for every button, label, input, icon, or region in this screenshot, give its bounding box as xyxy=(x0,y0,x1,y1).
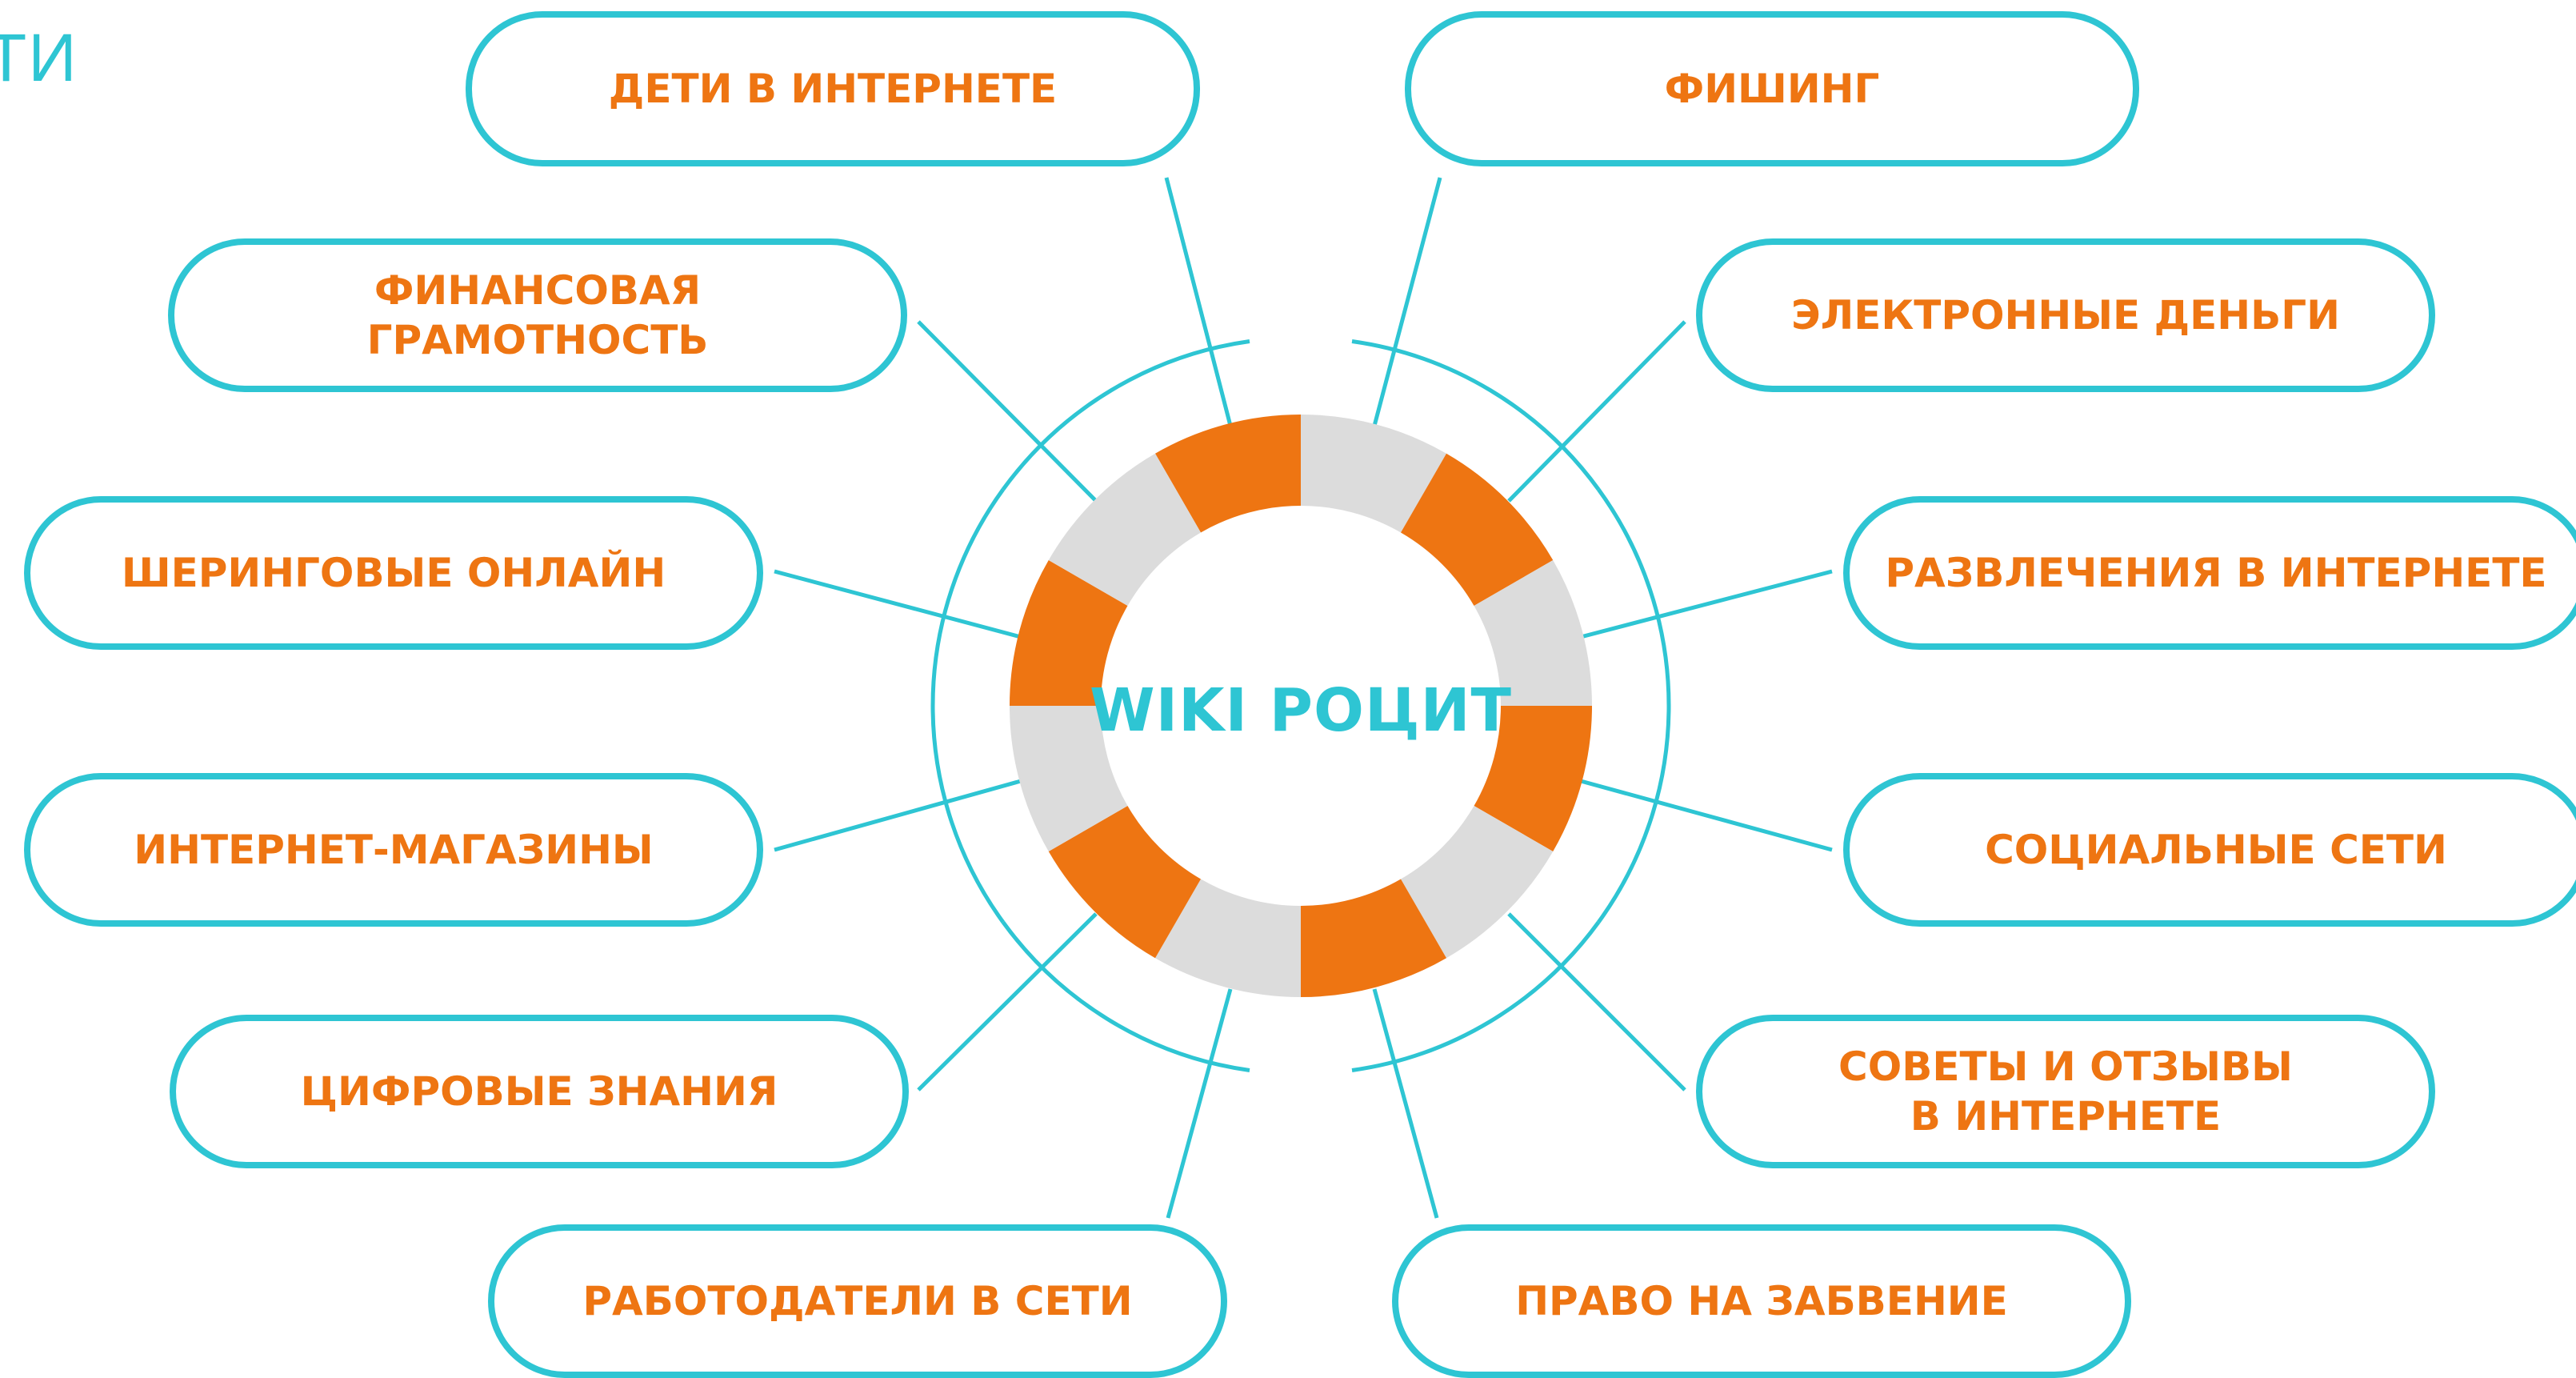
ring-segment-orange xyxy=(1474,706,1592,851)
connector-line xyxy=(1507,320,1686,503)
connector-line xyxy=(917,912,1098,1092)
topic-sharing-online[interactable]: ШЕРИНГОВЫЕ ОНЛАЙН xyxy=(24,496,763,650)
ring-segment-grey xyxy=(1155,879,1301,997)
ring-segment-grey xyxy=(1474,560,1592,706)
topic-phishing[interactable]: ФИШИНГ xyxy=(1405,11,2139,166)
outer-arc-side xyxy=(1597,488,1671,923)
ring-segment-grey xyxy=(1301,415,1446,533)
topic-label: РАБОТОДАТЕЛИ В СЕТИ xyxy=(582,1278,1133,1324)
topic-label: РАЗВЛЕЧЕНИЯ В ИНТЕРНЕТЕ xyxy=(1885,550,2547,596)
corner-title-fragment: ТИ xyxy=(0,20,78,95)
topic-employers-online[interactable]: РАБОТОДАТЕЛИ В СЕТИ xyxy=(488,1224,1227,1378)
connector-line xyxy=(917,320,1098,503)
ring-segment-orange xyxy=(1301,879,1446,997)
segmented-ring xyxy=(1010,415,1592,997)
topic-label: ШЕРИНГОВЫЕ ОНЛАЙН xyxy=(121,550,666,596)
topic-right-to-be-forgotten[interactable]: ПРАВО НА ЗАБВЕНИЕ xyxy=(1392,1224,2131,1378)
topic-electronic-money[interactable]: ЭЛЕКТРОННЫЕ ДЕНЬГИ xyxy=(1696,238,2435,392)
topic-digital-knowledge[interactable]: ЦИФРОВЫЕ ЗНАНИЯ xyxy=(170,1015,909,1168)
connector-lines xyxy=(774,177,1833,1219)
topic-label: ФИНАНСОВАЯ ГРАМОТНОСТЬ xyxy=(366,267,709,363)
connector-line xyxy=(774,779,1022,852)
ring-segment-orange xyxy=(1401,453,1554,606)
topic-financial-literacy[interactable]: ФИНАНСОВАЯ ГРАМОТНОСТЬ xyxy=(168,238,907,392)
topic-label: ПРАВО НА ЗАБВЕНИЕ xyxy=(1515,1278,2008,1324)
connector-line xyxy=(1372,177,1442,427)
topic-label: СОЦИАЛЬНЫЕ СЕТИ xyxy=(1985,827,2447,873)
topic-social-networks[interactable]: СОЦИАЛЬНЫЕ СЕТИ xyxy=(1843,773,2576,927)
connector-line xyxy=(1164,177,1233,427)
topic-label: ИНТЕРНЕТ-МАГАЗИНЫ xyxy=(134,827,654,873)
connector-line xyxy=(1372,988,1439,1219)
topic-label: ЦИФРОВЫЕ ЗНАНИЯ xyxy=(300,1068,778,1115)
topic-label: ДЕТИ В ИНТЕРНЕТЕ xyxy=(608,66,1058,112)
topic-label: СОВЕТЫ И ОТЗЫВЫ В ИНТЕРНЕТЕ xyxy=(1838,1042,2293,1141)
ring-segment-orange xyxy=(1048,806,1201,959)
outer-arc xyxy=(1351,339,1601,491)
topic-label-line-2: В ИНТЕРНЕТЕ xyxy=(1910,1093,2222,1140)
connector-line xyxy=(774,569,1022,639)
topic-label-line-1: СОВЕТЫ И ОТЗЫВЫ xyxy=(1838,1044,2293,1090)
ring-segment-grey xyxy=(1401,806,1554,959)
connector-line xyxy=(1580,779,1833,852)
center-title: WIKI РОЦИТ xyxy=(1090,676,1512,745)
topic-reviews-online[interactable]: СОВЕТЫ И ОТЗЫВЫ В ИНТЕРНЕТЕ xyxy=(1696,1015,2435,1168)
topic-online-shops[interactable]: ИНТЕРНЕТ-МАГАЗИНЫ xyxy=(24,773,763,927)
topic-children-online[interactable]: ДЕТИ В ИНТЕРНЕТЕ xyxy=(466,11,1200,166)
topic-label: ФИШИНГ xyxy=(1664,66,1880,112)
topic-entertainment-online[interactable]: РАЗВЛЕЧЕНИЯ В ИНТЕРНЕТЕ xyxy=(1843,496,2576,650)
topic-label: ЭЛЕКТРОННЫЕ ДЕНЬГИ xyxy=(1791,292,2340,338)
outer-arc xyxy=(1351,920,1601,1072)
ring-segment-orange xyxy=(1155,415,1301,533)
outer-arc-side xyxy=(930,488,1005,923)
ring-segment-grey xyxy=(1048,453,1201,606)
ring-segment-grey xyxy=(1010,706,1128,851)
connector-line xyxy=(1580,569,1833,639)
connector-line xyxy=(1166,988,1233,1219)
connector-line xyxy=(1507,912,1686,1092)
ring-segment-orange xyxy=(1010,560,1128,706)
